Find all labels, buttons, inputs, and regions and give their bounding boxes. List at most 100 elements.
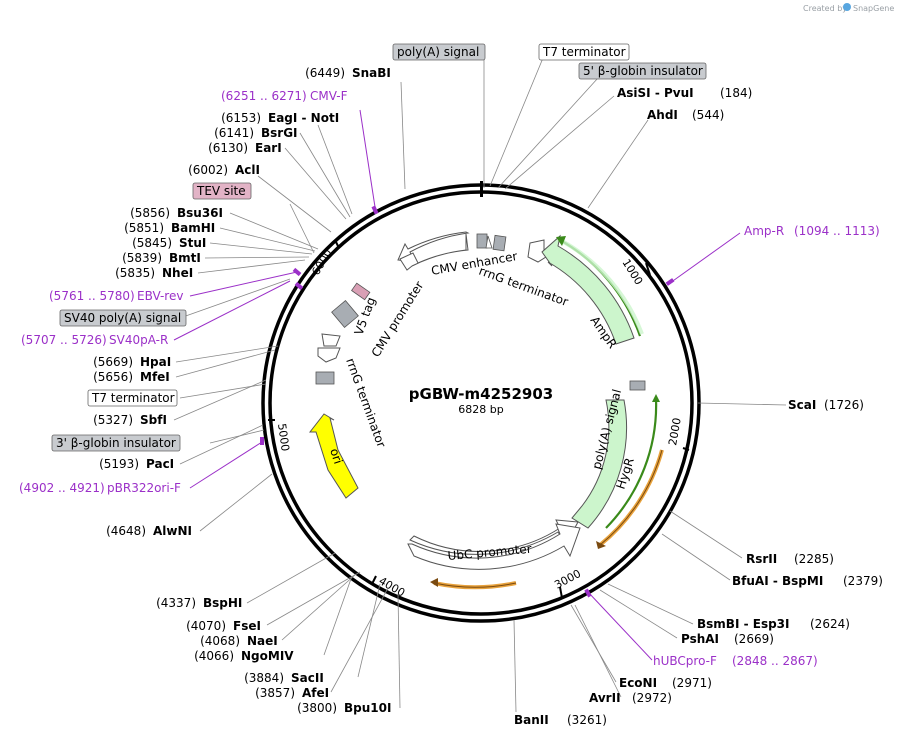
site-name: BamHI [171,221,215,235]
site-name: EagI - NotI [268,111,339,125]
site-name: SnaBI [352,66,391,80]
rrng-top-label: rrnG terminator [477,264,570,309]
site-name: BmtI [169,251,201,265]
site-name: AsiSI - PvuI [617,86,694,100]
primer-range: (5761 .. 5780) [49,289,135,303]
site-pos: (3857) [255,686,295,700]
cmv-promoter-label: CMV promoter [369,279,427,360]
sv40-box [331,299,359,329]
site-pos: (4068) [200,634,240,648]
site-name: AhdI [647,108,678,122]
site-pos: (5839) [122,251,162,265]
site-name: Bpu10I [344,701,391,715]
site-name: SbfI [140,413,167,427]
boxed-label-t7-top: T7 terminator [538,43,630,61]
rrng-left-arrow [317,347,341,363]
site-name: EarI [255,141,282,155]
boxed-label-bglobin-top: 5' β-globin insulator [578,62,707,80]
site-name: BanII [514,713,549,727]
site-name: BfuAI - BspMI [732,574,823,588]
boxed-label-bglobin-left: 3' β-globin insulator [51,434,181,452]
ubc-arrow [409,519,579,555]
site-pos: (6153) [221,111,261,125]
svg-text:5' β-globin insulator: 5' β-globin insulator [583,64,703,78]
site-name: AclI [235,163,260,177]
t7-left-box [315,371,335,385]
tick-1000: 1000 [619,257,645,288]
hygr-arrow [571,399,628,529]
site-name: ScaI [788,398,816,412]
site-pos: (6141) [214,126,254,140]
primer-range: (5707 .. 5726) [21,333,107,347]
svg-text:T7 terminator: T7 terminator [91,391,175,405]
site-name: AvrII [589,691,621,705]
site-pos: (5856) [130,206,170,220]
site-labels-right: BanII(3261) AvrII(2972) EcoNI(2971) PshA… [514,86,883,727]
primer-name: CMV-F [310,89,348,103]
site-name: PshAI [681,632,719,646]
tick-2000: 2000 [666,417,684,447]
polya-box [476,233,488,249]
site-pos: (4648) [106,524,146,538]
primer-lines [173,109,741,661]
plasmid-length: 6828 bp [458,403,503,416]
site-pos: (3261) [567,713,607,727]
boxed-label-tev: TEV site [192,182,252,200]
primer-range: (2848 .. 2867) [732,654,818,668]
cmv-enhancer-arrow [397,231,470,263]
site-pos: (2285) [794,552,834,566]
svg-text:SV40 poly(A) signal: SV40 poly(A) signal [64,311,181,325]
boxed-label-sv40: SV40 poly(A) signal [59,309,187,327]
site-pos: (2669) [734,632,774,646]
site-pos: (3800) [297,701,337,715]
site-pos: (5851) [124,221,164,235]
primer-name: pBR322ori-F [107,481,181,495]
site-pos: (5193) [99,457,139,471]
ori-label: ori [327,447,345,466]
primer-name: hUBCpro-F [653,654,717,668]
site-pos: (6002) [188,163,228,177]
site-pos: (4337) [156,596,196,610]
site-pos: (1726) [824,398,864,412]
site-name: BsmBI - Esp3I [697,617,789,631]
site-labels-left: (6449)SnaBI (6153)EagI - NotI (6141)BsrG… [93,66,391,715]
primer-name: Amp-R [744,224,784,238]
primer-labels: (6251 .. 6271)CMV-F (5761 .. 5780)EBV-re… [19,89,880,668]
t7-box [492,234,507,252]
site-pos: (2624) [810,617,850,631]
site-name: BsrGI [261,126,298,140]
site-name: StuI [179,236,206,250]
ori-arrow [308,413,359,499]
hygr-green-line [605,397,658,529]
site-name: RsrII [746,552,777,566]
svg-text:T7 terminator: T7 terminator [542,45,626,59]
primer-name: SV40pA-R [109,333,168,347]
site-name: BspHI [203,596,242,610]
site-pos: (544) [692,108,724,122]
site-pos: (2972) [632,691,672,705]
site-pos: (5845) [132,236,172,250]
site-pos: (4066) [194,649,234,663]
site-pos: (5669) [93,355,133,369]
site-name: NgoMIV [241,649,294,663]
site-pos: (4070) [186,619,226,633]
primer-name: EBV-rev [137,289,183,303]
site-name: EcoNI [619,676,657,690]
primer-range: (6251 .. 6271) [221,89,307,103]
site-name: NheI [162,266,193,280]
site-pos: (5327) [93,413,133,427]
site-name: FseI [233,619,261,633]
svg-text:TEV site: TEV site [196,184,246,198]
plasmid-name: pGBW-m4252903 [409,385,553,403]
site-pos: (184) [720,86,752,100]
ampr-arrow [541,234,635,345]
site-pos: (6130) [208,141,248,155]
primer-range: (1094 .. 1113) [794,224,880,238]
site-name: MfeI [140,370,170,384]
site-name: NaeI [247,634,278,648]
site-name: PacI [146,457,174,471]
origin-tick [480,181,483,197]
rrng-left-label: rrnG terminator [343,356,388,449]
site-pos: (5656) [93,370,133,384]
